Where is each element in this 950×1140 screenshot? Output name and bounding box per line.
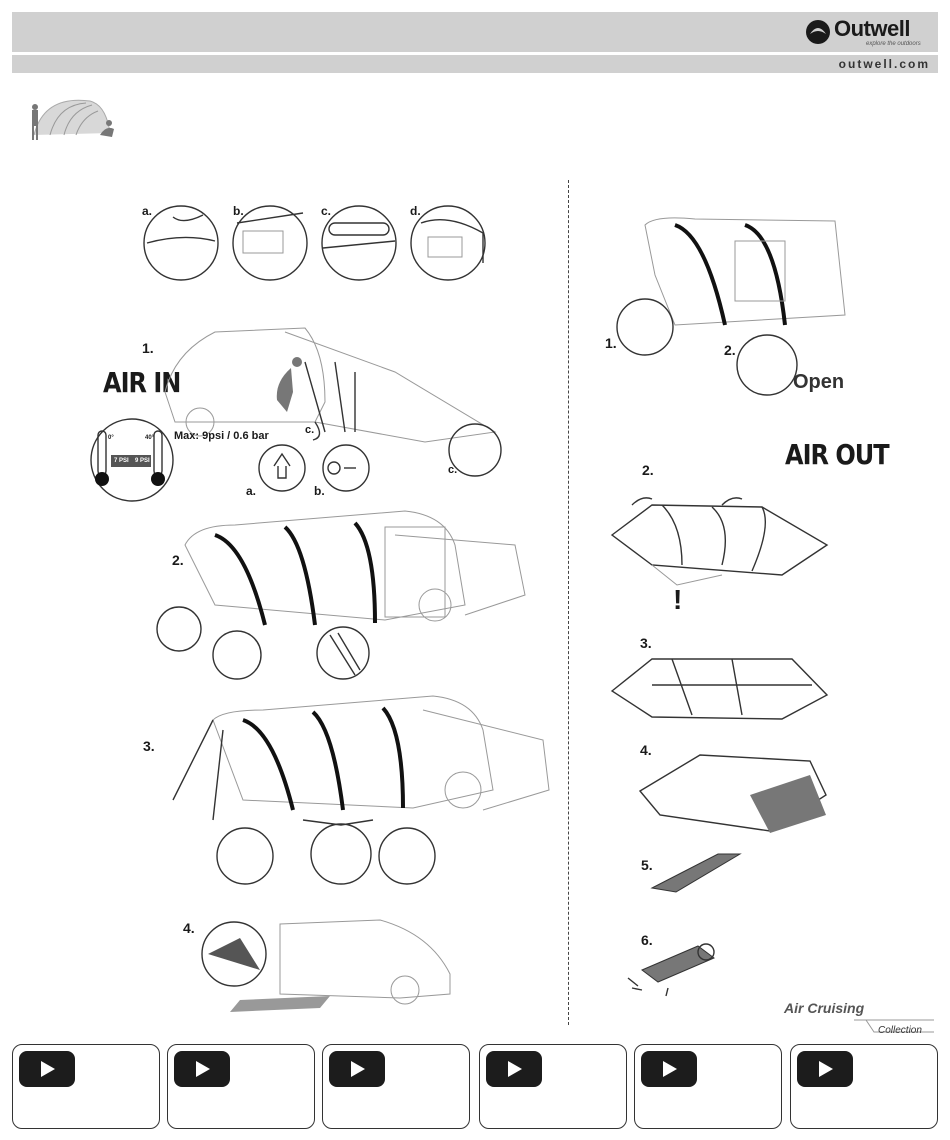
step3-tent-guying-illustration <box>163 690 553 890</box>
step2-tent-illustration <box>155 505 525 685</box>
temperature-pressure-chart <box>89 417 175 503</box>
air-cruising-collection-logo: Air Cruising Collection <box>784 1000 934 1040</box>
outwell-logo: Outwell explore the outdoors <box>804 18 934 48</box>
video-button-5[interactable] <box>634 1044 782 1129</box>
air-in-step-3: 3. <box>143 738 155 754</box>
website-url[interactable]: outwell.com <box>839 57 930 71</box>
logo-mark-icon <box>804 18 834 48</box>
air-in-step-4: 4. <box>183 920 195 936</box>
video-button-1[interactable] <box>12 1044 160 1129</box>
psi-high-label: 9 PSI <box>135 458 150 464</box>
brand-tagline: explore the outdoors <box>866 41 921 47</box>
play-icon <box>486 1051 542 1087</box>
air-out-step-2: 2. <box>642 462 654 478</box>
temp-low-label: 0° <box>108 435 114 441</box>
valve-label-b: b. <box>314 484 325 498</box>
air-out-heading: AIR OUT <box>785 439 889 471</box>
video-button-2[interactable] <box>167 1044 315 1129</box>
play-icon <box>174 1051 230 1087</box>
max-pressure-label: Max: 9psi / 0.6 bar <box>174 430 269 442</box>
tent-pitching-pictogram <box>20 95 120 150</box>
folded-strip-illustration <box>648 848 748 898</box>
video-button-3[interactable] <box>322 1044 470 1129</box>
play-icon <box>19 1051 75 1087</box>
open-valve-label: Open <box>793 371 844 394</box>
video-button-4[interactable] <box>479 1044 627 1129</box>
step4-groundsheet-illustration <box>200 914 460 1024</box>
roll-tent-illustration <box>628 938 728 998</box>
psi-low-label: 7 PSI <box>114 458 129 464</box>
column-divider <box>568 180 569 1025</box>
step1-label-c: c. <box>305 424 314 436</box>
fold-tent-illustration <box>640 755 830 835</box>
valve-label-a: a. <box>246 484 256 498</box>
air-out-step-3: 3. <box>640 635 652 651</box>
header-bar <box>12 12 938 52</box>
right-step-1: 1. <box>605 335 617 351</box>
play-icon <box>329 1051 385 1087</box>
right-step-2: 2. <box>724 342 736 358</box>
temp-high-label: 40° <box>145 435 154 441</box>
brand-name: Outwell <box>834 16 910 42</box>
preparation-illustrations <box>143 203 503 283</box>
air-out-warning-mark: ! <box>673 584 682 616</box>
play-icon <box>797 1051 853 1087</box>
step1-label-c-detail: c. <box>448 464 457 476</box>
deflate-tubes-illustration <box>612 485 832 595</box>
air-in-step-1: 1. <box>142 340 154 356</box>
pitched-tent-illustration <box>615 215 845 390</box>
collection-word: Collection <box>878 1025 922 1036</box>
flatten-tent-illustration <box>612 655 832 725</box>
play-icon <box>641 1051 697 1087</box>
header-subbar <box>12 55 938 73</box>
video-button-6[interactable] <box>790 1044 938 1129</box>
